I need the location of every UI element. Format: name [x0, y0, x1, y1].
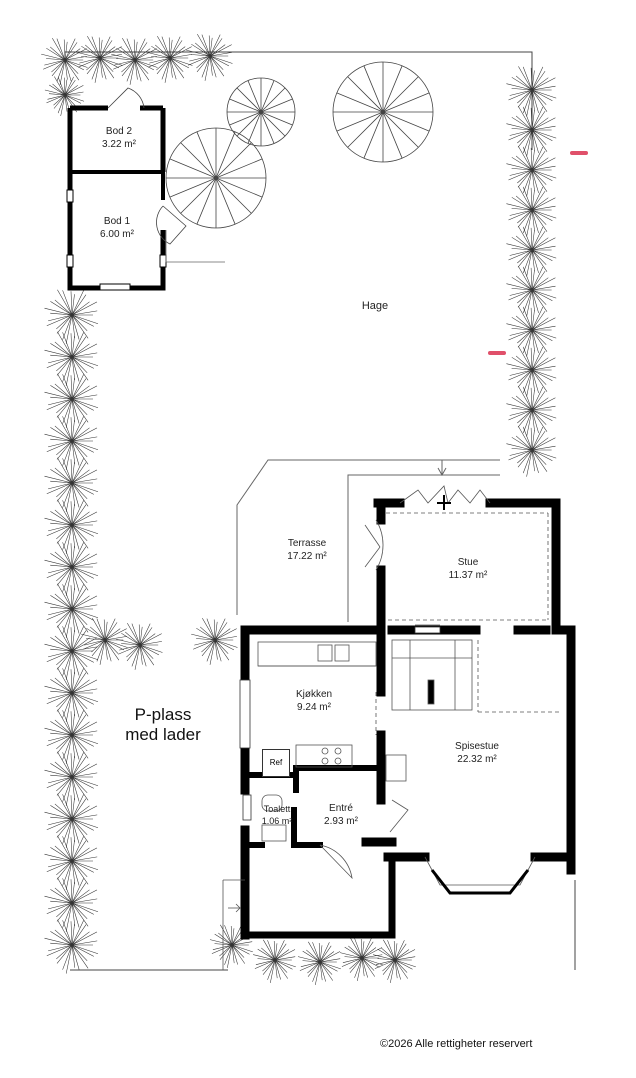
- terrace-outline: [236, 459, 500, 622]
- shrub: [506, 266, 557, 317]
- shrub: [506, 426, 557, 477]
- shrub: [111, 37, 158, 85]
- room-area: 2.93 m²: [324, 816, 358, 827]
- shrub: [44, 541, 99, 596]
- room-label-spisestue: Spisestue 22.32 m²: [444, 740, 510, 766]
- room-label-entre: Entré 2.93 m²: [315, 802, 367, 828]
- room-label-toalett: Toalett 1.06 m²: [257, 803, 297, 827]
- shrub: [44, 709, 99, 764]
- room-area: 3.22 m²: [102, 139, 136, 150]
- shrub: [506, 66, 557, 117]
- room-name: Stue: [457, 557, 479, 568]
- room-area: 6.00 m²: [100, 229, 134, 240]
- parking-line-1: P-plass: [134, 705, 192, 724]
- shrub: [81, 617, 128, 665]
- shrub: [506, 146, 557, 197]
- room-area: 11.37 m²: [448, 570, 488, 581]
- shrub: [297, 941, 341, 985]
- shrub: [506, 386, 557, 437]
- shrub: [44, 76, 85, 117]
- room-label-kjokken: Kjøkken 9.24 m²: [284, 688, 344, 714]
- boundary-markers: [488, 151, 588, 355]
- shrub: [209, 924, 253, 968]
- tree: [165, 127, 267, 229]
- shrub: [506, 106, 557, 157]
- copyright-text: ©2026 Alle rettigheter reservert: [380, 1038, 533, 1050]
- shrub: [44, 373, 99, 428]
- room-name: Entré: [329, 803, 353, 814]
- room-label-bod2: Bod 2 3.22 m²: [90, 125, 148, 151]
- room-name: Terrasse: [287, 538, 327, 549]
- shrub: [44, 625, 99, 680]
- room-label-terrasse: Terrasse 17.22 m²: [277, 537, 337, 563]
- shrub: [506, 226, 557, 277]
- room-name: Hage: [361, 300, 389, 312]
- shrub: [506, 186, 557, 237]
- room-name: Spisestue: [455, 741, 499, 752]
- room-name: Bod 1: [103, 216, 131, 227]
- shrub: [76, 35, 123, 83]
- room-label-hage: Hage: [350, 300, 400, 313]
- shrub: [372, 939, 416, 983]
- shrub: [146, 35, 193, 83]
- shrub: [506, 306, 557, 357]
- room-area: 22.32 m²: [457, 754, 497, 765]
- room-area: 9.24 m²: [297, 702, 331, 713]
- shrub: [506, 346, 557, 397]
- shrub: [252, 939, 296, 983]
- shrub: [44, 793, 99, 848]
- shrub: [44, 457, 99, 512]
- shrub: [44, 751, 99, 806]
- property-boundary: [65, 51, 576, 971]
- shrub: [41, 37, 88, 85]
- shrub: [44, 583, 99, 638]
- trees: [165, 61, 434, 229]
- room-name: Kjøkken: [295, 689, 333, 700]
- shrub: [44, 667, 99, 722]
- shrub: [44, 331, 99, 386]
- house-interior-lines: [222, 485, 562, 970]
- shrub: [44, 415, 99, 470]
- room-label-stue: Stue 11.37 m²: [438, 556, 498, 582]
- room-name: Toalett: [263, 804, 291, 814]
- shrub: [116, 622, 163, 670]
- tree: [332, 61, 434, 163]
- hedge-shrubs: [41, 33, 557, 985]
- shrub: [44, 499, 99, 554]
- shrub: [44, 289, 99, 344]
- tree: [226, 77, 296, 147]
- house-walls: [240, 498, 576, 940]
- shrub: [44, 919, 99, 974]
- shed-walls: [66, 87, 225, 291]
- shrub: [339, 937, 383, 981]
- shrub: [44, 877, 99, 932]
- room-area: 1.06 m²: [261, 816, 293, 826]
- shrub: [44, 835, 99, 890]
- fridge-label: Ref: [262, 749, 290, 777]
- shrub: [191, 617, 238, 665]
- room-label-bod1: Bod 1 6.00 m²: [88, 215, 146, 241]
- shrub: [186, 33, 233, 81]
- room-name: Bod 2: [105, 126, 133, 137]
- parking-line-2: med lader: [125, 725, 201, 744]
- parking-label: P-plass med lader: [108, 705, 218, 745]
- room-area: 17.22 m²: [287, 551, 327, 562]
